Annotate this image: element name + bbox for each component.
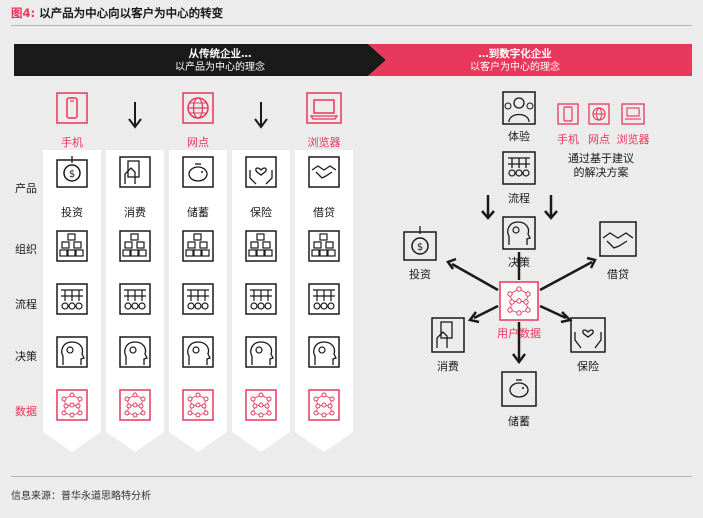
user-data-network-icon [499,281,539,321]
process-flow-icon [182,283,214,315]
banner-left-text: 从传统企业… 以产品为中心的理念 [120,48,320,74]
data-network-icon [56,389,88,421]
right-product-insurance: 保险 [577,360,599,373]
decision-head-gear-icon [182,336,214,368]
org-chart-icon [119,230,151,262]
process-label: 流程 [508,192,530,205]
data-network-icon [308,389,340,421]
banner-right-text: …到数字化企业 以客户为中心的理念 [415,48,615,74]
org-chart-icon [245,230,277,262]
banner-right-subtitle: 以客户为中心的理念 [470,62,560,73]
savings-piggy-icon [501,371,537,407]
right-product-savings: 储蓄 [508,415,530,428]
insurance-hands-heart-icon [245,156,277,188]
process-flow-icon [245,283,277,315]
org-chart-icon [308,230,340,262]
decision-head-gear-icon [308,336,340,368]
right-product-consume: 消费 [437,360,459,373]
product-label-invest: 投资 [61,206,83,219]
channel-label-mobile: 手机 [61,136,83,149]
process-flow-icon [308,283,340,315]
decision-label: 决策 [508,256,530,269]
spoke-arrows [446,252,597,365]
data-network-icon [182,389,214,421]
right-product-invest: 投资 [409,268,431,281]
title-divider [11,25,692,26]
arrow-left-down-head [481,210,495,220]
experience-person-icon [502,91,536,125]
svg-text:$: $ [417,242,423,253]
user-data-label: 用户数据 [497,327,541,340]
mobile-phone-icon [56,92,88,124]
figure-title: 图4: 以产品为中心向以客户为中心的转变 [11,5,223,21]
small-mobile-icon [557,103,579,125]
decision-head-gear-icon [502,216,536,250]
laptop-browser-icon [306,92,342,124]
row-label-organization: 组织 [15,243,37,256]
globe-branch-icon [182,92,214,124]
channel-label-branch: 网点 [187,136,209,149]
org-chart-icon [56,230,88,262]
small-globe-icon [588,103,610,125]
right-channel-browser: 浏览器 [616,133,650,146]
figure-number: 图4: [11,6,36,20]
insurance-hands-heart-icon [570,317,606,353]
org-chart-icon [182,230,214,262]
product-label-savings: 储蓄 [187,206,209,219]
banner-arrows [14,44,692,76]
channel-label-browser: 浏览器 [307,136,341,149]
piggy-bank-icon [182,156,214,188]
process-flow-icon [502,151,536,185]
source-divider [11,476,692,477]
product-label-insurance: 保险 [250,206,272,219]
right-product-loan: 借贷 [607,268,629,281]
process-flow-icon [119,283,151,315]
decision-head-gear-icon [56,336,88,368]
customer-centric-diagram: $ [403,91,645,407]
row-label-decision: 决策 [15,350,37,363]
process-flow-icon [56,283,88,315]
data-network-icon [119,389,151,421]
product-label-loan: 借贷 [313,206,335,219]
invest-coin-icon: $ [403,226,437,261]
loan-handshake-icon [308,156,340,188]
arrow-down-icon [254,102,268,129]
small-laptop-icon [621,103,645,125]
row-label-process: 流程 [15,298,37,311]
arrow-down-icon [128,102,142,129]
banner-right-title: …到数字化企业 [478,48,552,60]
investment-coin-icon: $ [56,156,88,188]
right-channel-mobile: 手机 [557,133,579,146]
banner-left-title: 从传统企业… [188,48,252,60]
data-network-icon [245,389,277,421]
product-label-consume: 消费 [124,206,146,219]
decision-head-gear-icon [245,336,277,368]
decision-head-gear-icon [119,336,151,368]
banner-right-arrow [368,44,692,76]
experience-label: 体验 [508,130,530,143]
figure-title-text: 以产品为中心向以客户为中心的转变 [39,6,224,20]
banner-left-subtitle: 以产品为中心的理念 [175,62,265,73]
loan-handshake-icon [599,221,637,257]
source-note: 信息来源：普华永道思略特分析 [11,491,151,502]
row-icon-grid [56,230,340,421]
svg-text:$: $ [69,169,75,180]
card-spending-icon [119,156,151,188]
solution-note: 通过基于建议 的解决方案 [568,152,634,179]
banner-left-arrow [14,44,386,76]
arrow-right-down-head [544,210,558,220]
row-label-data: 数据 [15,405,37,418]
right-channel-branch: 网点 [588,133,610,146]
spending-card-icon [431,317,465,353]
row-label-product: 产品 [15,182,37,195]
